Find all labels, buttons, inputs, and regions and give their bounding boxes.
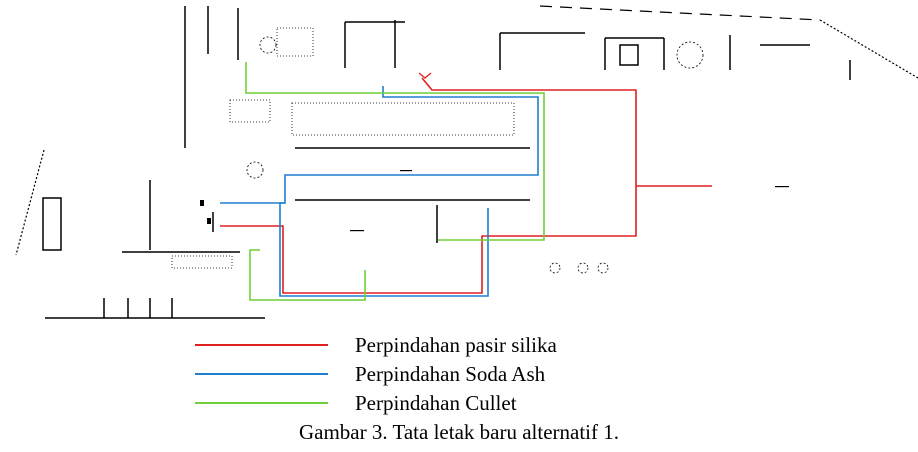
legend-label-silika: Perpindahan pasir silika: [355, 333, 557, 357]
legend-label-cullet: Perpindahan Cullet: [355, 391, 517, 415]
route-pasir-silika-ticks: [418, 72, 432, 79]
figure-caption: Gambar 3. Tata letak baru alternatif 1.: [298, 420, 619, 444]
route-pasir-silika: [220, 77, 637, 294]
route-soda-ash-lower: [279, 202, 489, 297]
floorplan-walls: [42, 6, 851, 319]
floorplan-equipment: [171, 27, 704, 274]
route-soda-ash: [220, 86, 539, 204]
floorplan-markings: [200, 170, 789, 232]
route-cullet: [245, 62, 545, 241]
layout-floorplan: [15, 5, 918, 319]
floorplan-boundary: [15, 5, 918, 256]
legend-swatch-soda-ash: [195, 373, 328, 375]
legend-label-soda-ash: Perpindahan Soda Ash: [355, 362, 546, 386]
route-cullet-lower: [249, 249, 366, 301]
legend-swatch-silika: [195, 344, 328, 346]
legend-swatch-cullet: [195, 402, 328, 404]
